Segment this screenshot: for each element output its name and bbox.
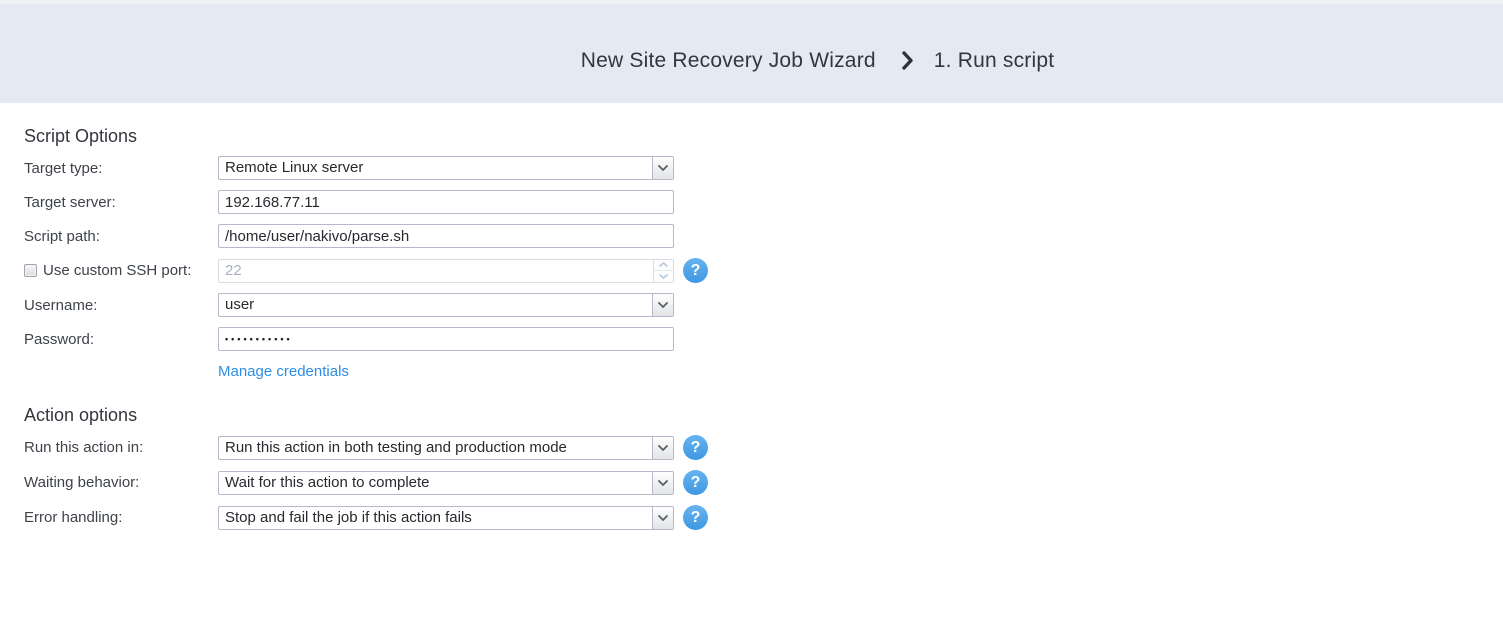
- target-type-value: Remote Linux server: [225, 159, 364, 176]
- target-type-select[interactable]: Remote Linux server: [218, 156, 674, 180]
- form-row-waiting-behavior: Waiting behavior: Wait for this action t…: [24, 470, 1503, 495]
- error-handling-value: Stop and fail the job if this action fai…: [225, 508, 472, 526]
- wizard-breadcrumb: New Site Recovery Job Wizard 1. Run scri…: [449, 49, 1055, 73]
- ssh-port-spinner: 22: [218, 258, 674, 283]
- waiting-behavior-label: Waiting behavior:: [24, 474, 140, 491]
- ssh-port-label: Use custom SSH port:: [43, 262, 192, 279]
- ssh-port-value: 22: [225, 261, 242, 279]
- target-type-label: Target type:: [24, 159, 103, 177]
- script-path-label: Script path:: [24, 227, 100, 245]
- run-mode-select[interactable]: Run this action in both testing and prod…: [218, 435, 674, 460]
- chevron-right-icon: [902, 51, 913, 70]
- form-row-script-path: Script path:: [24, 224, 1503, 248]
- spinner-down-icon[interactable]: [654, 271, 673, 282]
- script-path-input[interactable]: [218, 224, 674, 248]
- section-heading-action-options: Action options: [24, 405, 138, 425]
- password-input[interactable]: [218, 327, 674, 351]
- run-mode-help-icon[interactable]: ?: [683, 435, 708, 460]
- error-handling-select[interactable]: Stop and fail the job if this action fai…: [218, 505, 674, 530]
- chevron-down-icon[interactable]: [652, 436, 673, 459]
- wizard-content: Script Options Target type: Remote Linux…: [0, 103, 1503, 530]
- form-row-target-server: Target server:: [24, 190, 1503, 214]
- target-server-label: Target server:: [24, 193, 116, 211]
- wizard-header: New Site Recovery Job Wizard 1. Run scri…: [0, 0, 1503, 103]
- chevron-down-icon[interactable]: [652, 506, 673, 529]
- username-value: user: [225, 296, 255, 313]
- error-handling-label: Error handling:: [24, 509, 123, 526]
- form-row-username: Username: user: [24, 293, 1503, 317]
- wizard-page: New Site Recovery Job Wizard 1. Run scri…: [0, 0, 1503, 530]
- waiting-behavior-value: Wait for this action to complete: [225, 473, 430, 491]
- manage-credentials-link[interactable]: Manage credentials: [218, 363, 349, 380]
- form-row-password: Password:: [24, 327, 1503, 351]
- ssh-port-help-icon[interactable]: ?: [683, 258, 708, 283]
- form-row-target-type: Target type: Remote Linux server: [24, 156, 1503, 180]
- wizard-step-title: 1. Run script: [933, 48, 1055, 72]
- section-heading-script-options: Script Options: [24, 126, 138, 146]
- ssh-port-spin-buttons: [653, 259, 673, 282]
- run-mode-value: Run this action in both testing and prod…: [225, 438, 567, 456]
- manage-credentials-row: Manage credentials: [218, 363, 1503, 381]
- username-label: Username:: [24, 296, 98, 314]
- waiting-behavior-select[interactable]: Wait for this action to complete: [218, 470, 674, 495]
- password-label: Password:: [24, 330, 95, 348]
- ssh-port-label-group: Use custom SSH port:: [24, 262, 218, 279]
- username-select[interactable]: user: [218, 293, 674, 317]
- ssh-port-checkbox[interactable]: [24, 264, 37, 277]
- chevron-down-icon[interactable]: [652, 157, 673, 179]
- form-row-run-mode: Run this action in: Run this action in b…: [24, 435, 1503, 460]
- spinner-up-icon[interactable]: [654, 259, 673, 271]
- chevron-down-icon[interactable]: [652, 294, 673, 316]
- target-server-input[interactable]: [218, 190, 674, 214]
- form-row-error-handling: Error handling: Stop and fail the job if…: [24, 505, 1503, 530]
- waiting-behavior-help-icon[interactable]: ?: [683, 470, 708, 495]
- form-row-ssh-port: Use custom SSH port: 22 ?: [24, 258, 1503, 283]
- chevron-down-icon[interactable]: [652, 471, 673, 494]
- error-handling-help-icon[interactable]: ?: [683, 505, 708, 530]
- wizard-title: New Site Recovery Job Wizard: [580, 48, 876, 72]
- run-mode-label: Run this action in:: [24, 439, 144, 456]
